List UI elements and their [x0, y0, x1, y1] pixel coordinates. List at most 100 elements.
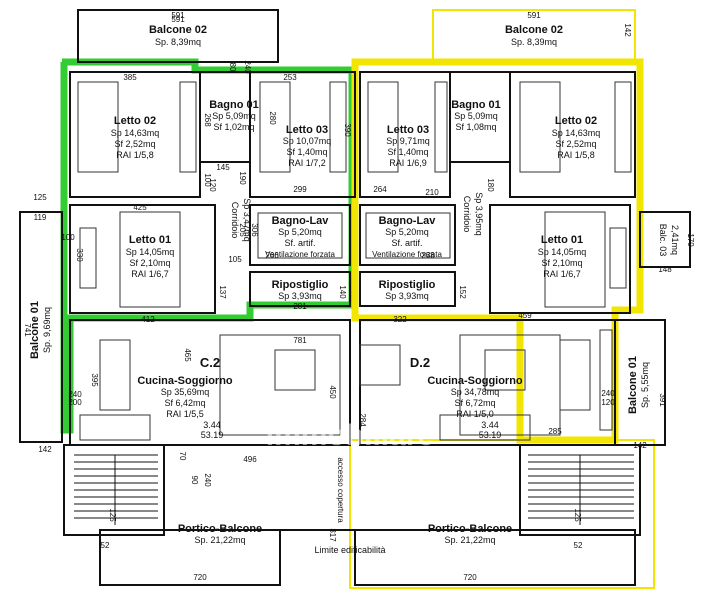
c2-letto02-sf: Sf 2,52mq [114, 139, 155, 149]
c2-letto01-rai: RAI 1/6,7 [131, 269, 169, 279]
d2-balcone02-name: Balcone 02 [505, 24, 563, 36]
c2-cucina-sp: Sp 35,69mq [161, 387, 210, 397]
unit-c2-outline [60, 58, 356, 434]
c2-bagnolav-name: Bagno-Lav [272, 215, 330, 227]
c2-unit-code: C.2 [200, 355, 220, 370]
dimension-label: 412 [141, 315, 155, 324]
c2-letto01-name: Letto 01 [129, 234, 171, 246]
c2-bagnolav-sp: Sp 5,20mq [278, 227, 322, 237]
dimension-label: 142 [623, 23, 632, 37]
watermark: immobiliare [266, 419, 434, 452]
d2-bagnolav-vent: Ventilazione forzata [372, 250, 442, 259]
dimension-label: 264 [373, 185, 387, 194]
d2-letto03-sf: Sf 1,40mq [387, 147, 428, 157]
dimension-label: 142 [38, 445, 52, 454]
dimension-label: 459 [518, 311, 532, 320]
c2-letto01-sp: Sp 14,05mq [126, 247, 175, 257]
c2-corridoio-sp: Sp 3,47mq [242, 198, 252, 242]
dimension-label: 120 [601, 398, 615, 407]
furniture [77, 81, 632, 441]
dimension-label: 100 [61, 233, 75, 242]
dimension-label: 80 [228, 63, 237, 72]
d2-cucina-name: Cucina-Soggiorno [427, 375, 523, 387]
c2-letto03-sp: Sp 10,07mq [283, 136, 332, 146]
d2-unit-code: D.2 [410, 355, 430, 370]
dimension-label: 330 [75, 248, 84, 262]
dimension-label: 240 [68, 390, 82, 399]
dimension-label: 281 [293, 302, 307, 311]
dimension-label: 465 [183, 348, 192, 362]
c2-ripostiglio-name: Ripostiglio [272, 279, 329, 291]
c2-ripostiglio-sp: Sp 3,93mq [278, 291, 322, 301]
c2-bagno01-sp: Sp 5,09mq [212, 111, 256, 121]
d2-cucina-sf: Sf 6,72mq [454, 398, 495, 408]
c2-letto02-sp: Sp 14,63mq [111, 128, 160, 138]
dimension-label: 119 [34, 213, 47, 222]
c2-letto02-name: Letto 02 [114, 115, 156, 127]
d2-corridoio-name: Corridoio [462, 196, 472, 233]
dimension-label: 425 [133, 203, 147, 212]
dimension-label: 306 [250, 223, 259, 237]
c2-balcone02-area: Sp. 8,39mq [155, 37, 201, 47]
dimension-label: 266 [265, 251, 279, 260]
c2-letto03-sf: Sf 1,40mq [286, 147, 327, 157]
limite-edificabilita-label: Limite edificabilità [314, 545, 385, 555]
dimension-label: 285 [548, 427, 562, 436]
dimension-label: 299 [293, 185, 307, 194]
dimension-label: 180 [486, 178, 495, 192]
d2-corridoio-sp: Sp 3,95mq [474, 192, 484, 236]
accesso-copertura-label: accesso copertura [336, 457, 345, 523]
d2-letto01-rai: RAI 1/6,7 [543, 269, 581, 279]
d2-letto02-sp: Sp 14,63mq [552, 128, 601, 138]
dimension-label: 70 [178, 452, 187, 461]
c2-balcone02-dim: 591 [171, 11, 185, 20]
c2-letto03-name: Letto 03 [286, 124, 328, 136]
dimension-label: 52 [101, 541, 110, 550]
d2-bagno01-name: Bagno 01 [451, 99, 501, 111]
dimension-label: 741 [23, 323, 32, 337]
d2-ripostiglio-name: Ripostiglio [379, 279, 436, 291]
d2-bagnolav-sp: Sp 5,20mq [385, 227, 429, 237]
dimension-label: 322 [393, 315, 407, 324]
dimension-label: 391 [658, 393, 667, 407]
d2-bagno01-sp: Sp 5,09mq [454, 111, 498, 121]
c2-balcone01-sp: Sp. 9,69mq [42, 307, 52, 353]
dimension-label: 120 [208, 178, 217, 192]
c2-bagno01-sf: Sf 1,02mq [213, 122, 254, 132]
d2-letto03-rai: RAI 1/6,9 [389, 158, 427, 168]
dimension-label: 205 [238, 223, 247, 237]
c2-cucina-sf: Sf 6,42mq [164, 398, 205, 408]
dimension-label: 137 [218, 285, 227, 299]
dimension-label: 170 [686, 233, 695, 247]
d2-level-b: 53.19 [479, 430, 502, 440]
d2-balcone02-area: Sp. 8,39mq [511, 37, 557, 47]
dimension-label: 240 [243, 60, 252, 74]
c2-portico-sp: Sp. 21,22mq [194, 535, 245, 545]
d2-letto01-sf: Sf 2,10mq [541, 258, 582, 268]
d2-ripostiglio-sp: Sp 3,93mq [385, 291, 429, 301]
c2-cucina-rai: RAI 1/5,5 [166, 409, 204, 419]
dimension-label: 240 [203, 473, 212, 487]
c2-bagnolav-vent: Ventilazione forzata [265, 250, 335, 259]
d2-letto01-sp: Sp 14,05mq [538, 247, 587, 257]
dimension-label: 280 [268, 111, 277, 125]
d2-letto01-name: Letto 01 [541, 234, 583, 246]
dimension-label: 317 [328, 528, 337, 542]
dimension-label: 268 [421, 251, 435, 260]
d2-bagnolav-sf: Sf. artif. [391, 238, 422, 248]
dimension-label: 395 [90, 373, 99, 387]
d2-letto02-sf: Sf 2,52mq [555, 139, 596, 149]
center-notes: Limite edificabilità accesso copertura i… [266, 419, 434, 555]
dimension-label: 390 [343, 123, 352, 137]
dimension-label: 148 [658, 265, 672, 274]
c2-bagnolav-sf: Sf. artif. [284, 238, 315, 248]
dimension-label: 145 [216, 163, 230, 172]
d2-balcone02-dim: 591 [527, 11, 541, 20]
dimension-label: 142 [633, 441, 647, 450]
d2-level-a: 3.44 [481, 420, 499, 430]
c2-corridoio-name: Corridoio [230, 202, 240, 239]
d2-letto02-name: Letto 02 [555, 115, 597, 127]
d2-cucina-sp: Sp 34,78mq [451, 387, 500, 397]
d2-cucina-rai: RAI 1/5,0 [456, 409, 494, 419]
